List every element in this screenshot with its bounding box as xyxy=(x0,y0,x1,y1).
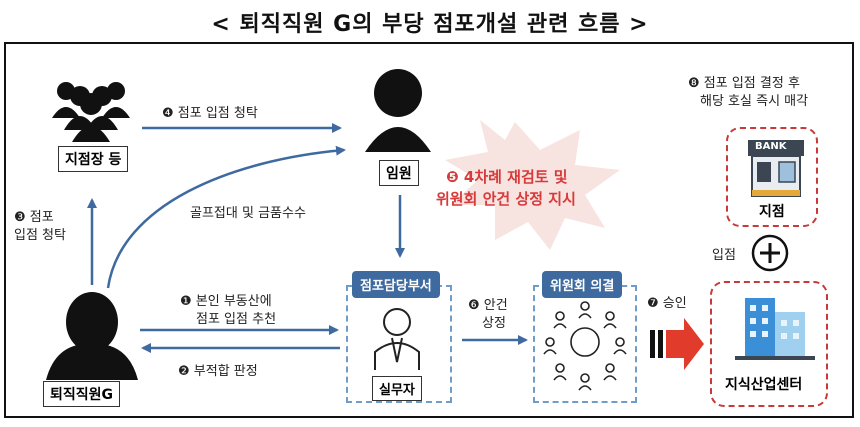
node-staff: 실무자 xyxy=(372,376,422,401)
callout-step5-line1: ❺ 4차례 재검토 및 xyxy=(446,168,568,186)
diagram-title: < 퇴직직원 G의 부당 점포개설 관련 흐름 > xyxy=(211,12,649,37)
edge-step7-label: ❼ 승인 xyxy=(647,296,687,311)
office-building-icon xyxy=(735,298,815,360)
edge-step3-line2: 입점 청탁 xyxy=(14,228,66,243)
approval-arrow-icon xyxy=(650,318,704,370)
node-branch-manager: 지점장 등 xyxy=(58,146,129,172)
diagram-frame xyxy=(4,42,854,418)
staff-person-icon xyxy=(374,308,420,370)
starburst-shape xyxy=(445,120,620,250)
group-people-icon xyxy=(52,82,130,142)
callout-step8-line2: 해당 호실 즉시 매각 xyxy=(700,94,809,109)
bank-building-icon xyxy=(748,140,804,197)
node-branch: 지점 xyxy=(759,204,785,220)
node-committee: 위원회 의결 xyxy=(542,271,623,298)
callout-step5-line2: 위원회 안건 상정 지시 xyxy=(436,190,576,208)
node-retired-employee: 퇴직직원G xyxy=(43,381,121,407)
node-store-dept: 점포담당부서 xyxy=(352,271,440,298)
retired-employee-silhouette-icon xyxy=(46,292,138,380)
node-knowledge-center: 지식산업센터 xyxy=(725,377,803,393)
committee-box xyxy=(533,285,637,403)
edge-entry-label: 입점 xyxy=(712,248,736,263)
edge-step3-line1: ❸ 점포 xyxy=(14,210,54,225)
edge-step6-line2: 상정 xyxy=(482,316,506,331)
plus-circle-icon xyxy=(751,234,789,272)
arrow-golf xyxy=(106,145,346,289)
edge-step2-label: ❷ 부적합 판정 xyxy=(178,364,258,379)
branch-box xyxy=(726,127,818,227)
edge-step4-label: ❹ 점포 입점 청탁 xyxy=(162,106,258,121)
knowledge-center-box xyxy=(710,281,828,407)
edge-golf-label: 골프접대 및 금품수수 xyxy=(190,206,306,221)
bank-sign-text: BANK xyxy=(755,141,787,152)
node-executive: 임원 xyxy=(379,160,419,186)
edge-step1-line2: 점포 입점 추천 xyxy=(196,312,277,327)
callout-step8-line1: ❽ 점포 입점 결정 후 xyxy=(688,76,800,91)
edge-step6-line1: ❻ 안건 xyxy=(468,298,508,313)
committee-people-icon xyxy=(543,301,627,391)
edge-step1-line1: ❶ 본인 부동산에 xyxy=(180,294,272,309)
executive-person-icon xyxy=(365,69,431,152)
